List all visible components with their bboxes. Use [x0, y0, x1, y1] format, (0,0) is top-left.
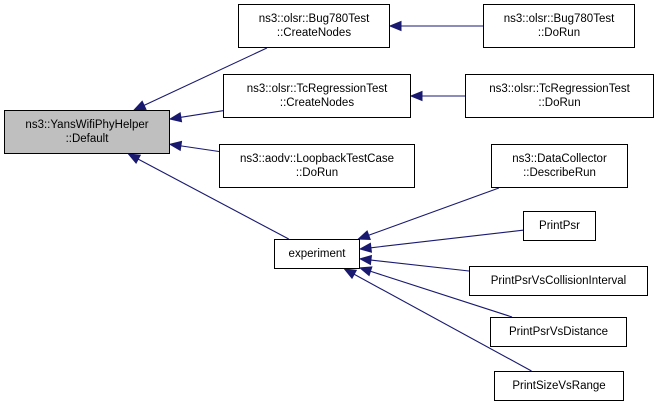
node-label-line2: ::Default: [65, 133, 109, 145]
edge-arrowhead: [127, 153, 142, 165]
edge-printsize_range-to-experiment: [343, 268, 532, 372]
node-label-line2: ::DoRun: [295, 167, 339, 179]
node-label-line2: ::CreateNodes: [279, 97, 355, 109]
edge-line: [180, 110, 224, 118]
edge-line: [370, 270, 513, 318]
edge-arrowhead: [168, 140, 183, 152]
node-aodv-loopbacktestcase-dorun[interactable]: ns3::aodv::LoopbackTestCase ::DoRun: [219, 144, 415, 188]
node-datacollector-describerun[interactable]: ns3::DataCollector ::DescribeRun: [491, 144, 628, 188]
node-label-line2: ::DoRun: [538, 97, 581, 109]
edge-tcreg_create-to-root: [168, 110, 224, 123]
edge-printpsr-to-experiment: [358, 229, 524, 253]
node-label-line1: ns3::olsr::Bug780Test: [258, 13, 370, 25]
edge-line: [353, 273, 532, 372]
edge-tcreg_dorun-to-tcreg_create: [409, 90, 465, 102]
node-label-line1: ns3::DataCollector: [512, 153, 607, 165]
node-tcregressiontest-dorun[interactable]: ns3::olsr::TcRegressionTest ::DoRun: [465, 74, 654, 118]
edge-experiment-to-root: [127, 153, 289, 240]
edge-arrowhead: [388, 20, 402, 32]
edge-bug780_dorun-to-bug780_create: [388, 20, 483, 32]
edge-aodv_loopback-to-root: [168, 140, 220, 153]
edge-line: [368, 187, 500, 236]
edge-printpsr_distance-to-experiment: [358, 266, 513, 318]
edge-line: [143, 47, 268, 106]
node-bug780test-dorun[interactable]: ns3::olsr::Bug780Test ::DoRun: [483, 4, 635, 48]
node-label-line2: ::CreateNodes: [276, 27, 352, 39]
node-label-line2: ::DescribeRun: [523, 167, 596, 179]
node-printpsrvscollisioninterval[interactable]: PrintPsrVsCollisionInterval: [469, 266, 648, 296]
node-label-line1: ns3::olsr::Bug780Test: [503, 13, 615, 25]
edge-arrowhead: [132, 100, 147, 111]
edge-line: [370, 229, 524, 249]
node-experiment[interactable]: experiment: [274, 239, 360, 269]
edge-arrowhead: [357, 230, 371, 241]
node-label-line1: ns3::aodv::LoopbackTestCase: [239, 153, 395, 165]
edge-line: [137, 158, 289, 240]
edge-arrowhead: [343, 268, 358, 280]
edge-line: [180, 145, 220, 153]
node-label-line1: ns3::YansWifiPhyHelper: [25, 119, 149, 131]
node-printsizevsrange[interactable]: PrintSizeVsRange: [494, 371, 624, 401]
edge-arrowhead: [358, 266, 373, 277]
edge-line: [370, 259, 470, 272]
node-bug780test-createnodes[interactable]: ns3::olsr::Bug780Test ::CreateNodes: [238, 4, 390, 48]
node-printpsr[interactable]: PrintPsr: [523, 211, 596, 241]
node-label-line1: PrintSizeVsRange: [512, 380, 606, 392]
node-label-line1: ns3::olsr::TcRegressionTest: [246, 83, 388, 95]
node-printpsrvsdistance[interactable]: PrintPsrVsDistance: [490, 317, 627, 347]
node-label-line1: PrintPsr: [539, 220, 580, 232]
node-tcregressiontest-createnodes[interactable]: ns3::olsr::TcRegressionTest ::CreateNode…: [223, 74, 411, 118]
node-label-line1: ns3::olsr::TcRegressionTest: [489, 83, 630, 95]
node-label-line1: PrintPsrVsDistance: [508, 326, 609, 338]
node-label-line1: experiment: [288, 248, 346, 260]
node-label-line1: PrintPsrVsCollisionInterval: [490, 275, 627, 287]
edge-bug780_create-to-root: [132, 47, 268, 111]
edge-arrowhead: [358, 242, 373, 253]
node-yanswifiphyhelper-default[interactable]: ns3::YansWifiPhyHelper ::Default: [4, 110, 170, 154]
edge-arrowhead: [409, 90, 423, 102]
edge-datacollector-to-experiment: [357, 187, 500, 241]
node-label-line2: ::DoRun: [537, 27, 581, 39]
edge-arrowhead: [168, 112, 183, 123]
edge-printpsr_collision-to-experiment: [358, 254, 470, 272]
edge-arrowhead: [358, 254, 373, 266]
